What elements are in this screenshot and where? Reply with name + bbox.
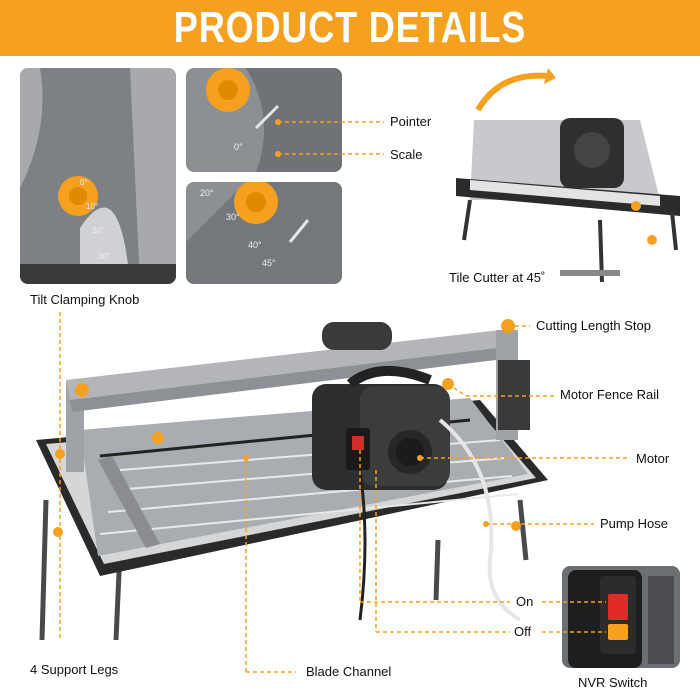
cutting-length-stop-label: Cutting Length Stop [536,318,651,333]
scale-illustration [186,182,342,284]
motor-fence-rail-label: Motor Fence Rail [560,387,659,402]
scale-label: Scale [390,147,423,162]
page-title: PRODUCT DETAILS [173,3,527,52]
motor-label: Motor [636,451,670,466]
tilt-knob-illustration [20,68,176,284]
scale-mark-0: 0° [234,142,243,152]
tilt-clamping-knob-label: Tilt Clamping Knob [30,292,140,307]
pointer-illustration [186,68,342,172]
tile-cutter-45-label: Tile Cutter at 45˚ [449,270,546,285]
blade-channel-label: Blade Channel [306,664,392,679]
scale-mark-40: 40° [248,240,262,250]
on-label: On [516,594,534,609]
pointer-photo: 0° [186,68,342,172]
scale-mark-30: 30° [98,252,111,261]
scale-mark-45: 45° [262,258,276,268]
pump-hose-label: Pump Hose [600,516,668,531]
support-legs-label: 4 Support Legs [30,662,119,677]
nvr-switch-label: NVR Switch [578,675,648,690]
nvr-switch-illustration [562,566,680,668]
scale-mark-30: 30° [226,212,240,222]
scale-mark-20: 20° [200,188,214,198]
scale-mark-0: 0° [80,178,88,187]
scale-photo: 20° 30° 40° 45° [186,182,342,284]
pointer-label: Pointer [390,114,432,129]
scale-mark-10: 10° [86,202,99,211]
nvr-switch-photo [562,566,680,668]
off-label: Off [514,624,532,639]
header-banner [0,0,700,56]
scale-mark-20: 20° [92,226,105,235]
tilt-knob-photo: 0° 10° 20° 30° [20,68,176,284]
